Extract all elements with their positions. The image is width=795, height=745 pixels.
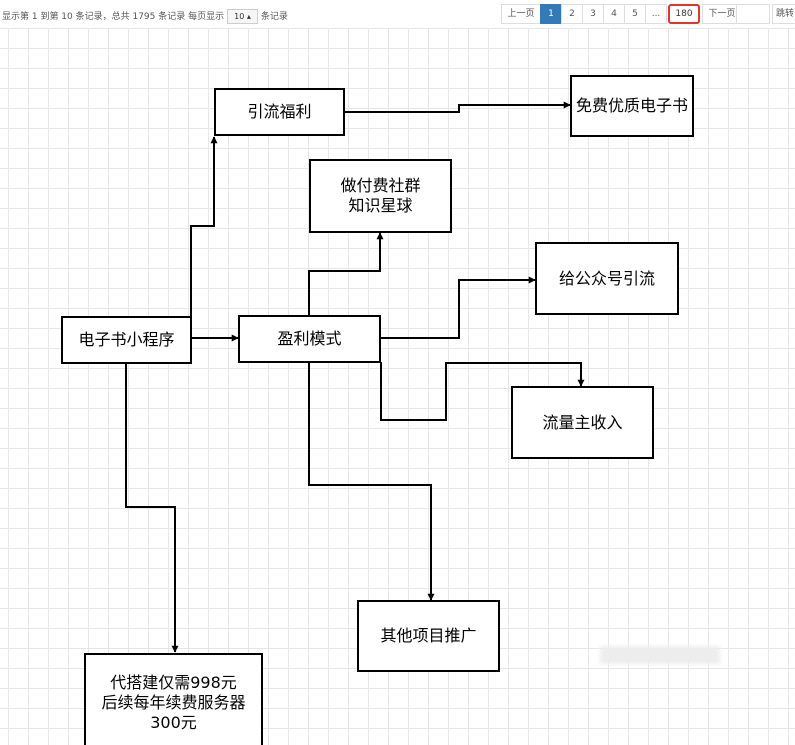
node-build-service: 代搭建仅需998元 后续每年续费服务器 300元 <box>84 653 263 745</box>
page-button-2[interactable]: 2 <box>561 4 583 24</box>
edge-profit-to-community <box>308 232 384 315</box>
node-other-promo: 其他项目推广 <box>357 600 500 672</box>
diagram-canvas: 电子书小程序 引流福利 免费优质电子书 做付费社群 知识星球 盈利模式 给公众号… <box>0 28 795 745</box>
page-button-1[interactable]: 1 <box>540 4 562 24</box>
edge-app-to-build <box>125 362 179 653</box>
node-ebook-app: 电子书小程序 <box>61 316 192 364</box>
jump-button[interactable]: 跳转 <box>772 4 795 24</box>
watermark-blur <box>600 646 720 664</box>
page-button-3[interactable]: 3 <box>582 4 604 24</box>
page-button-5[interactable]: 5 <box>624 4 646 24</box>
edge-welfare-to-free-ebook <box>345 101 571 113</box>
page-button-4[interactable]: 4 <box>603 4 625 24</box>
jump-page-input[interactable] <box>736 4 770 24</box>
node-traffic-welfare: 引流福利 <box>214 88 345 136</box>
edge-app-to-welfare <box>190 136 218 316</box>
node-ad-income: 流量主收入 <box>511 386 654 459</box>
edge-profit-to-wechat <box>381 276 536 339</box>
pagination-info-prefix: 显示第 1 到第 10 条记录，总共 1795 条记录 每页显示 <box>2 12 225 22</box>
node-free-ebook: 免费优质电子书 <box>570 75 694 137</box>
pager: 上一页 1 2 3 4 5 ... 180 下一页 <box>501 4 742 24</box>
prev-page-button[interactable]: 上一页 <box>501 4 541 24</box>
page-ellipsis: ... <box>645 4 667 24</box>
node-paid-community: 做付费社群 知识星球 <box>309 159 452 233</box>
diagram-connectors <box>125 101 585 653</box>
edge-profit-to-ad-income <box>380 362 585 421</box>
node-wechat-traffic: 给公众号引流 <box>535 242 679 315</box>
node-profit-model: 盈利模式 <box>238 315 381 363</box>
pagination-info-suffix: 条记录 <box>260 12 288 22</box>
page-button-last[interactable]: 180 <box>668 4 700 24</box>
page-size-select[interactable]: 10 ▴ <box>227 9 258 24</box>
edge-profit-to-other <box>308 362 435 601</box>
